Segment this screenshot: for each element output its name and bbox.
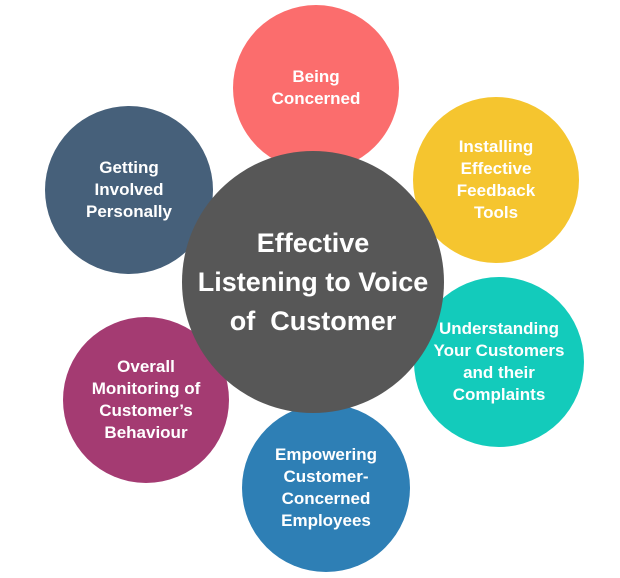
circle-label: Installing Effective Feedback Tools bbox=[457, 136, 535, 224]
label-line: Your Customers bbox=[433, 341, 565, 360]
center-title-line: Effective bbox=[256, 227, 370, 258]
satellite-circle-overall-monitoring-of-customers-behaviour: Overall Monitoring of Customer’s Behavio… bbox=[63, 317, 229, 483]
label-line: Personally bbox=[86, 202, 172, 221]
label-line: Behaviour bbox=[104, 423, 188, 442]
circle-label: Empowering Customer- Concerned Employees bbox=[275, 444, 377, 532]
label-line: Concerned bbox=[281, 489, 371, 508]
label-line: Understanding bbox=[439, 319, 559, 338]
satellite-circle-being-concerned: Being Concerned bbox=[233, 5, 399, 171]
label-line: Customer- bbox=[283, 467, 369, 486]
satellite-circle-installing-effective-feedback-tools: Installing Effective Feedback Tools bbox=[413, 97, 579, 263]
satellite-circle-understanding-your-customers: Understanding Your Customers and their C… bbox=[414, 277, 584, 447]
satellite-circle-getting-involved-personally: Getting Involved Personally bbox=[45, 106, 213, 274]
label-line: Employees bbox=[281, 511, 371, 530]
label-line: Customer’s bbox=[99, 401, 193, 420]
center-circle-effective-listening: Effective Listening to Voice of Customer bbox=[182, 151, 444, 413]
label-line: Installing bbox=[458, 137, 534, 156]
center-title: Effective Listening to Voice of Customer bbox=[198, 224, 429, 341]
circle-label: Overall Monitoring of Customer’s Behavio… bbox=[92, 356, 201, 444]
label-line: Getting bbox=[99, 158, 159, 177]
label-line: Being bbox=[292, 67, 340, 86]
circle-label: Being Concerned bbox=[272, 66, 361, 110]
circle-label: Understanding Your Customers and their C… bbox=[434, 318, 565, 406]
label-line: Empowering bbox=[274, 445, 377, 464]
label-line: Overall bbox=[117, 357, 175, 376]
label-line: and their bbox=[463, 363, 535, 382]
label-line: Complaints bbox=[452, 385, 546, 404]
center-title-line: Listening to Voice bbox=[197, 266, 429, 297]
satellite-circle-empowering-customer-concerned-employees: Empowering Customer- Concerned Employees bbox=[242, 404, 410, 572]
center-title-line: of Customer bbox=[229, 305, 397, 336]
label-line: Feedback bbox=[456, 181, 536, 200]
label-line: Tools bbox=[473, 203, 519, 222]
label-line: Concerned bbox=[271, 89, 361, 108]
label-line: Involved bbox=[94, 180, 164, 199]
circle-label: Getting Involved Personally bbox=[86, 157, 172, 223]
label-line: Effective bbox=[460, 159, 532, 178]
label-line: Monitoring of bbox=[91, 379, 201, 398]
